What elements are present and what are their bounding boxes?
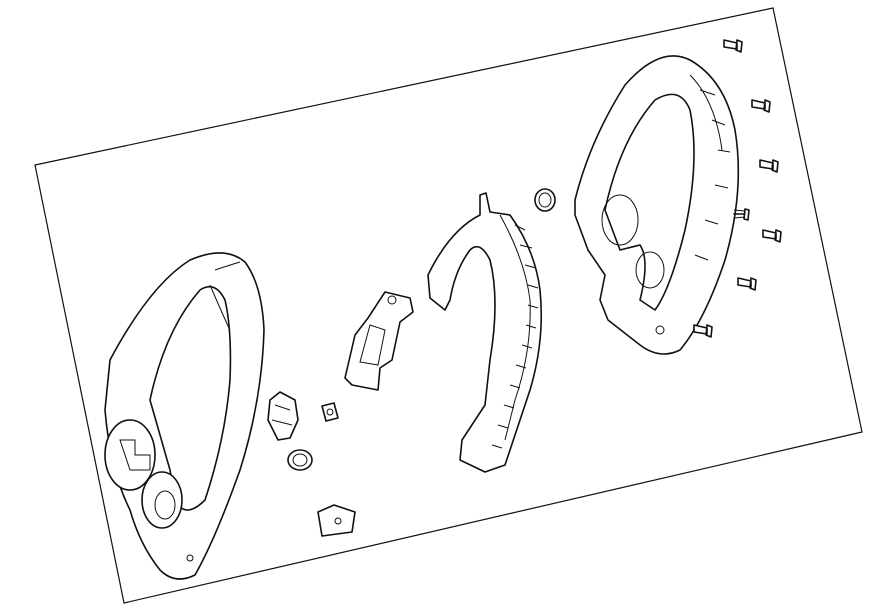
screw: [737, 277, 757, 291]
screw: [733, 208, 750, 221]
handle-right-half: [574, 55, 740, 355]
trigger-bracket: [344, 291, 414, 391]
screw: [762, 229, 782, 243]
screw: [693, 324, 713, 338]
drawing-frame: [34, 7, 863, 604]
spring-small-left: [287, 449, 313, 471]
arm-frame: [427, 192, 543, 473]
screw: [723, 39, 743, 53]
plate-square: [317, 504, 356, 537]
nut-square: [321, 402, 339, 422]
spring-small-right: [534, 188, 556, 212]
latch-clip: [267, 391, 299, 441]
screw: [751, 99, 771, 113]
handle-left-half: [104, 252, 265, 580]
screw: [759, 159, 779, 173]
